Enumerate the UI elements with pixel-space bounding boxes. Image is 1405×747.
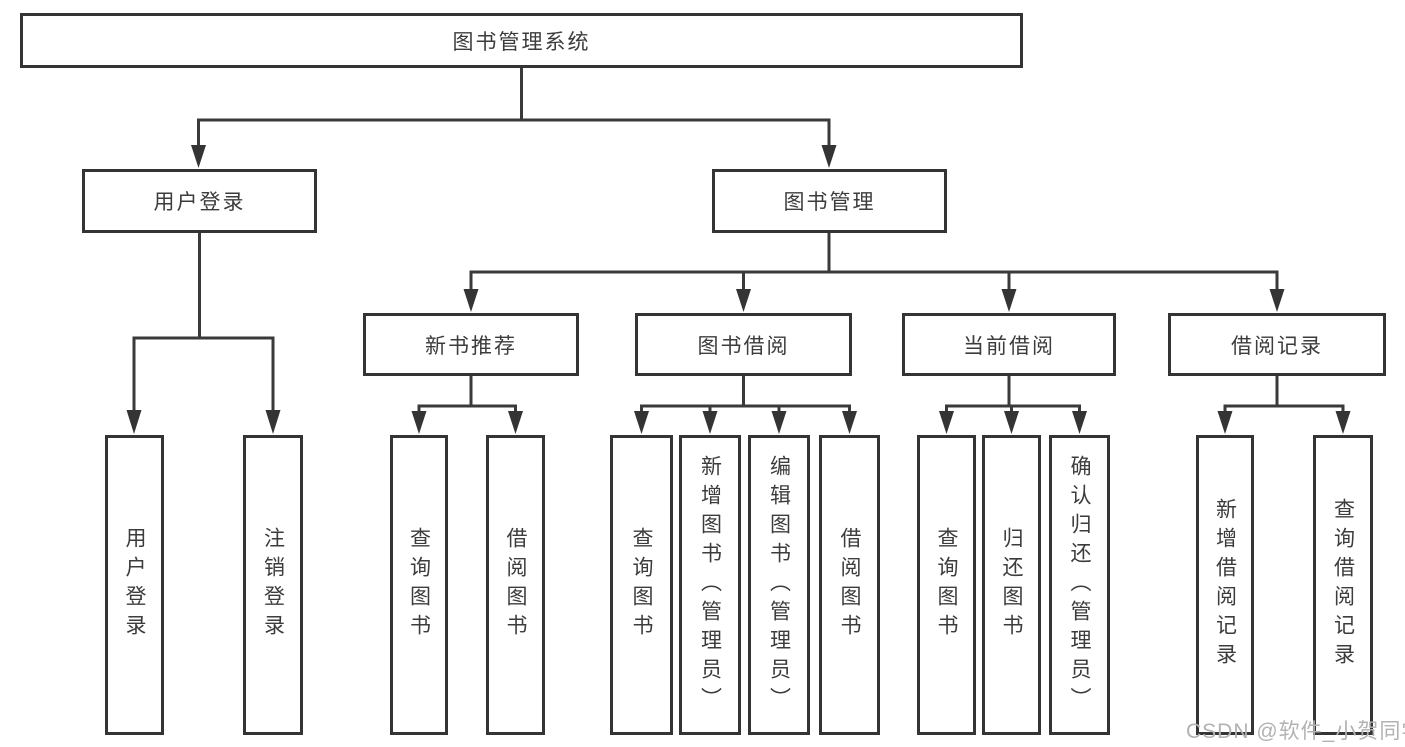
node-label: 新书推荐 <box>425 334 517 358</box>
node-label: 图书管理系统 <box>452 30 591 54</box>
node-book-borrowing: 图书借阅 <box>635 313 852 376</box>
leaf-user-login: 用户登录 <box>105 435 164 735</box>
arrowheads <box>126 145 1351 434</box>
node-label: 新增图书（管理员） <box>698 454 722 716</box>
node-user-login: 用户登录 <box>82 169 317 233</box>
node-label: 借阅记录 <box>1231 334 1323 358</box>
node-label: 借阅图书 <box>838 527 861 643</box>
node-label: 查询图书 <box>407 527 431 643</box>
node-new-book-recommend: 新书推荐 <box>363 313 579 376</box>
node-label: 当前借阅 <box>963 334 1055 358</box>
leaf-query-borrow-record: 查询借阅记录 <box>1313 435 1373 735</box>
node-label: 用户登录 <box>123 527 146 643</box>
leaf-confirm-return-admin: 确认归还（管理员） <box>1049 435 1110 735</box>
leaf-return-books: 归还图书 <box>982 435 1041 735</box>
node-borrowing-records: 借阅记录 <box>1168 313 1386 376</box>
node-label: 注销登录 <box>261 527 285 643</box>
node-label: 图书管理 <box>783 191 876 214</box>
node-label: 新增借阅记录 <box>1213 498 1237 672</box>
leaf-query-books: 查询图书 <box>610 435 673 735</box>
node-label: 确认归还（管理员） <box>1068 454 1091 716</box>
node-label: 归还图书 <box>1000 527 1023 643</box>
leaf-query-books: 查询图书 <box>917 435 976 735</box>
leaf-edit-books-admin: 编辑图书（管理员） <box>748 435 810 735</box>
leaf-borrow-books: 借阅图书 <box>486 435 545 735</box>
leaf-add-books-admin: 新增图书（管理员） <box>679 435 741 735</box>
node-book-management-system: 图书管理系统 <box>20 13 1023 68</box>
node-label: 查询图书 <box>630 527 653 643</box>
leaf-borrow-books: 借阅图书 <box>819 435 880 735</box>
node-label: 编辑图书（管理员） <box>767 454 791 716</box>
leaf-query-books: 查询图书 <box>390 435 448 735</box>
csdn-watermark: CSDN @软件_小贺同学 <box>1186 720 1405 743</box>
node-label: 查询借阅记录 <box>1331 498 1355 672</box>
node-label: 图书借阅 <box>697 334 790 358</box>
node-book-management: 图书管理 <box>712 169 947 233</box>
node-label: 借阅图书 <box>504 527 527 643</box>
leaf-add-borrow-record: 新增借阅记录 <box>1196 435 1254 735</box>
node-label: 用户登录 <box>153 191 246 214</box>
node-label: 查询图书 <box>935 527 958 643</box>
leaf-logout: 注销登录 <box>243 435 303 735</box>
node-current-borrowing: 当前借阅 <box>902 313 1116 376</box>
